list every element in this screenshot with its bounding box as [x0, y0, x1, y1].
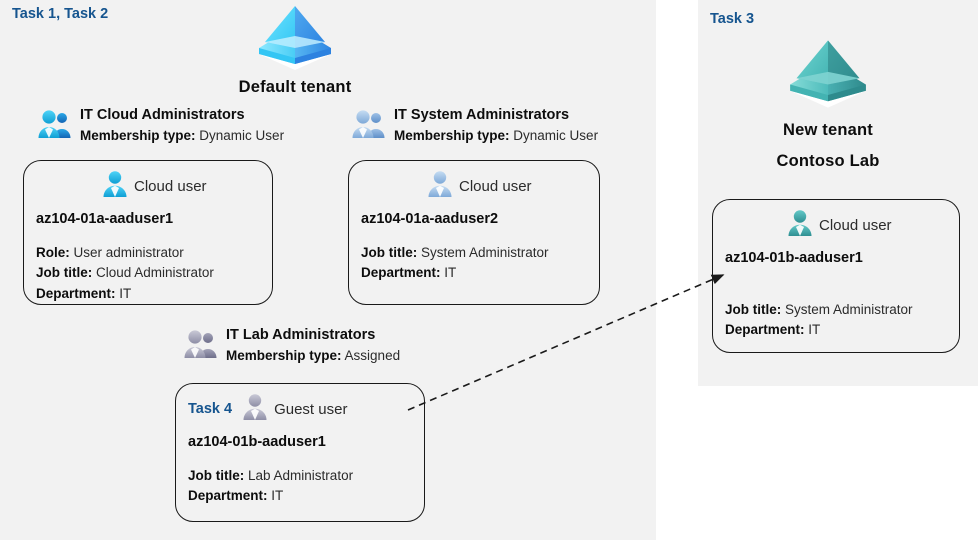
attr-value: System Administrator: [421, 245, 549, 260]
user-card-guest-az104-01b-aaduser1[interactable]: Task 4 Guest user az104-01b-aaduser1: [175, 383, 425, 522]
group-name: IT System Administrators: [394, 107, 570, 123]
card-attr-department: Department: IT: [361, 263, 587, 283]
guest-user-icon: [242, 393, 268, 426]
cloud-user-icon: [787, 209, 813, 242]
cloud-user-icon: [102, 170, 128, 203]
group-membership: Membership type: Assigned: [226, 346, 400, 366]
cloud-user-icon: [427, 170, 453, 203]
task-label-4: Task 4: [188, 401, 233, 417]
group-membership: Membership type: Dynamic User: [80, 126, 284, 146]
card-attr-job-title: Job title: System Administrator: [361, 243, 587, 263]
attr-value: IT: [808, 322, 821, 338]
group-users-icon: [38, 109, 72, 144]
group-membership-label: Membership type:: [226, 348, 342, 364]
attr-label: Job title:: [188, 468, 245, 483]
card-header: Cloud user: [725, 208, 947, 242]
group-membership-value: Dynamic User: [513, 128, 599, 144]
tenant-new-name-line1: New tenant: [782, 121, 873, 139]
card-attr-role: Role: User administrator: [36, 243, 260, 263]
attr-label: Job title:: [36, 265, 93, 281]
card-attr-job-title: Job title: Lab Administrator: [188, 466, 412, 486]
group-membership-value: Assigned: [344, 348, 401, 364]
card-username: az104-01b-aaduser1: [725, 250, 863, 266]
card-header: Cloud user: [36, 169, 260, 203]
attr-value: Lab Administrator: [248, 468, 354, 483]
group-name: IT Cloud Administrators: [80, 107, 245, 123]
card-attr-job-title: Job title: System Administrator: [725, 300, 947, 320]
attr-label: Department:: [725, 322, 805, 338]
card-kind-label: Cloud user: [459, 177, 532, 195]
card-kind-label: Cloud user: [134, 177, 207, 195]
group-it-cloud-administrators: IT Cloud Administrators Membership type:…: [38, 105, 284, 146]
card-attributes: Job title: System Administrator Departme…: [361, 243, 587, 284]
user-card-az104-01a-aaduser1[interactable]: Cloud user az104-01a-aaduser1 Role: User…: [23, 160, 273, 305]
card-header: Cloud user: [361, 169, 587, 203]
card-kind-label: Guest user: [274, 400, 348, 418]
group-users-icon: [184, 329, 218, 364]
card-username: az104-01b-aaduser1: [188, 434, 326, 450]
group-it-system-administrators: IT System Administrators Membership type…: [352, 105, 598, 146]
attr-value: IT: [119, 285, 132, 301]
group-membership-label: Membership type:: [394, 128, 510, 144]
task-label-3: Task 3: [710, 11, 755, 27]
card-kind-label: Cloud user: [819, 216, 892, 234]
attr-value: IT: [271, 488, 284, 504]
user-card-az104-01b-aaduser1[interactable]: Cloud user az104-01b-aaduser1 Job title:…: [712, 199, 960, 353]
group-name: IT Lab Administrators: [226, 327, 376, 343]
tenant-default: Default tenant: [215, 2, 375, 97]
tenant-new-name-line2: Contoso Lab: [776, 151, 880, 170]
attr-label: Job title:: [361, 245, 418, 260]
card-username: az104-01a-aaduser2: [361, 211, 499, 227]
attr-label: Role:: [36, 245, 70, 260]
card-attr-department: Department: IT: [725, 320, 947, 340]
card-attributes: Job title: System Administrator Departme…: [725, 300, 947, 341]
attr-value: User administrator: [73, 245, 184, 260]
group-users-icon: [352, 109, 386, 144]
card-header: Task 4 Guest user: [188, 392, 412, 426]
attr-label: Department:: [361, 265, 441, 281]
attr-label: Department:: [188, 488, 268, 504]
card-username: az104-01a-aaduser1: [36, 211, 174, 227]
card-attr-department: Department: IT: [188, 486, 412, 506]
card-attributes: Role: User administrator Job title: Clou…: [36, 243, 260, 304]
group-membership-value: Dynamic User: [199, 128, 285, 144]
attr-value: Cloud Administrator: [96, 265, 214, 281]
card-attr-department: Department: IT: [36, 284, 260, 304]
group-membership: Membership type: Dynamic User: [394, 126, 598, 146]
user-card-az104-01a-aaduser2[interactable]: Cloud user az104-01a-aaduser2 Job title:…: [348, 160, 600, 305]
tenant-new: New tenant Contoso Lab: [748, 36, 908, 174]
tenant-default-name: Default tenant: [238, 78, 352, 96]
azure-ad-tenant-icon: [215, 2, 375, 74]
attr-label: Department:: [36, 285, 116, 301]
group-it-lab-administrators: IT Lab Administrators Membership type: A…: [184, 325, 400, 366]
card-attr-job-title: Job title: Cloud Administrator: [36, 263, 260, 283]
attr-label: Job title:: [725, 302, 782, 317]
card-attributes: Job title: Lab Administrator Department:…: [188, 466, 412, 507]
attr-value: System Administrator: [785, 302, 913, 317]
azure-ad-tenant-icon: [748, 36, 908, 112]
task-label-1-2: Task 1, Task 2: [12, 6, 109, 22]
group-membership-label: Membership type:: [80, 128, 196, 144]
attr-value: IT: [444, 265, 457, 281]
